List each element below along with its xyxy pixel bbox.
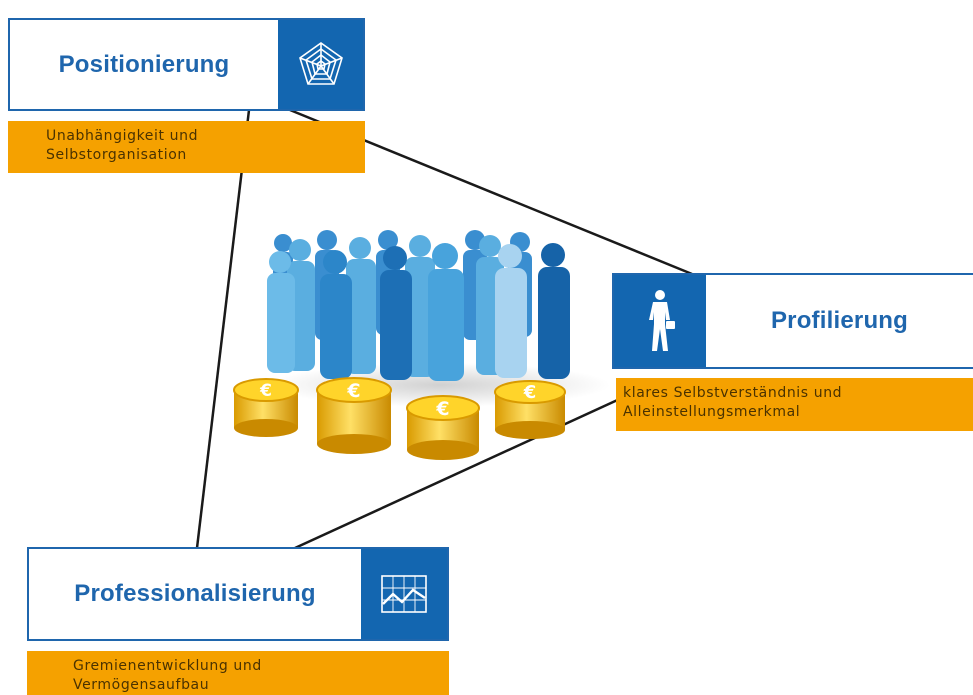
professionalisierung-note: Gremienentwicklung und Vermögensaufbau xyxy=(27,651,449,695)
positionierung-note-line1: Unabhängigkeit und xyxy=(46,128,199,144)
people-silhouettes xyxy=(267,230,570,381)
positionierung-box: Positionierung xyxy=(8,18,365,111)
svg-text:€: € xyxy=(435,398,449,420)
positionierung-note: Unabhängigkeit und Selbstorganisation xyxy=(8,121,365,173)
profilierung-box: Profilierung xyxy=(612,273,973,369)
professionalisierung-icon-panel xyxy=(361,549,447,639)
svg-text:€: € xyxy=(259,381,272,401)
spider-web-icon xyxy=(298,41,343,85)
profilierung-note-line1: klares Selbstverständnis und xyxy=(623,385,843,401)
positionierung-icon-panel xyxy=(278,20,363,109)
connector-positionierung-professionalisierung xyxy=(195,109,251,549)
connector-profilierung-professionalisierung xyxy=(294,384,649,550)
positionierung-note-line2: Selbstorganisation xyxy=(46,147,187,163)
professionalisierung-title: Professionalisierung xyxy=(74,580,316,607)
positionierung-title: Positionierung xyxy=(58,50,230,78)
profilierung-title: Profilierung xyxy=(770,307,909,334)
trend-chart-icon xyxy=(381,575,427,613)
profilierung-icon-panel xyxy=(614,275,706,367)
svg-text:€: € xyxy=(523,382,537,403)
euro-coin-stacks: € € € € xyxy=(233,377,566,460)
businessman-walking-icon xyxy=(649,290,675,351)
svg-text:€: € xyxy=(346,380,360,402)
professionalisierung-note-line1: Gremienentwicklung und xyxy=(73,658,262,674)
profilierung-note: klares Selbstverständnis und Alleinstell… xyxy=(616,378,973,431)
professionalisierung-note-line2: Vermögensaufbau xyxy=(73,677,210,693)
professionalisierung-box: Professionalisierung xyxy=(27,547,449,641)
profilierung-note-line2: Alleinstellungsmerkmal xyxy=(623,404,801,420)
